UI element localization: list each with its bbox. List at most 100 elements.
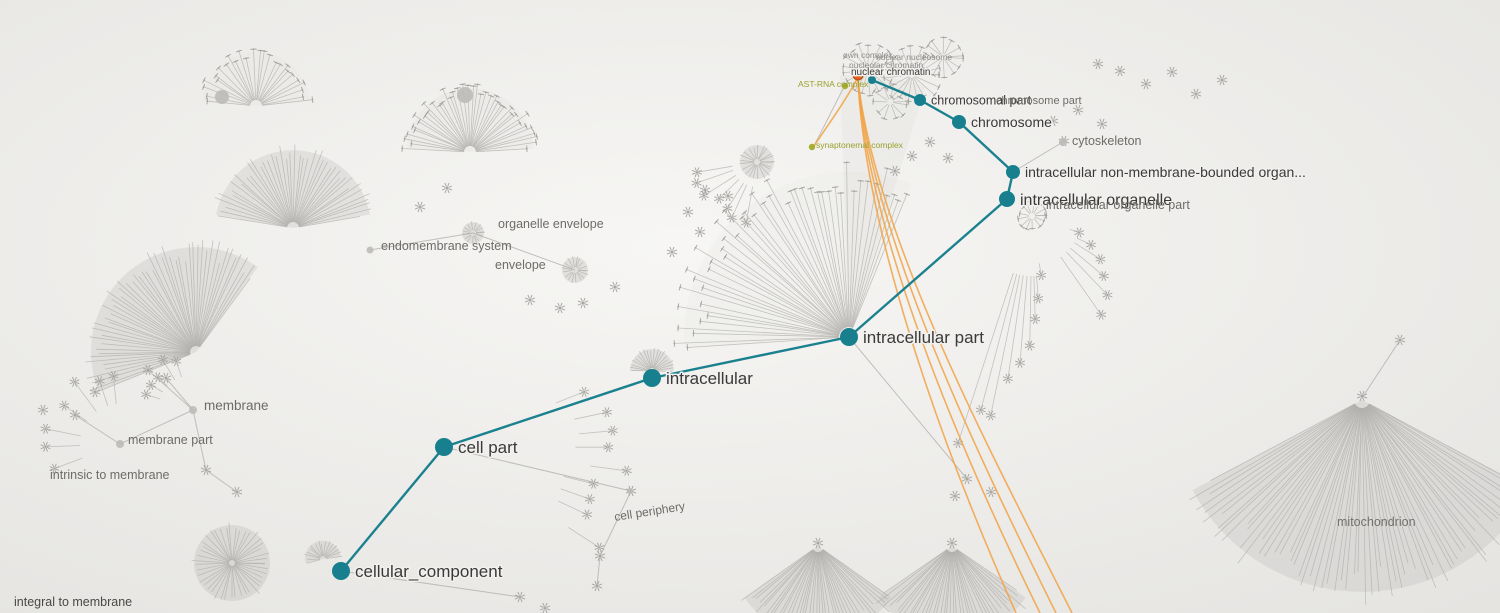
graph-node-intracellular-organelle[interactable] [999,191,1015,207]
fan-spoke [407,133,465,151]
flower-tick [43,411,46,416]
flower-tick [1222,74,1225,79]
graph-node-intracellular-non-membrane-bounded-organ[interactable] [1006,165,1020,179]
term-label-organelle-envelope: organelle envelope [498,217,604,231]
flower-tick [725,197,728,202]
fan-spoke [261,99,313,106]
complex-node[interactable] [808,143,816,151]
graph-node-intracellular[interactable] [643,369,661,387]
twig-tip-dot [881,68,884,71]
flower-tick [1041,276,1044,281]
flower-tick [720,196,725,199]
graph-node-intracellular-part[interactable] [840,328,858,346]
twig-tip-dot [879,45,882,48]
flower-tick [203,464,206,469]
fan-spoke [325,556,343,559]
fan-spoke [1367,404,1499,520]
flower-tick [64,406,67,411]
flower-tick [95,386,98,391]
flower-tick [601,556,606,559]
flower-tick [609,444,614,448]
fan-spoke [678,306,840,336]
flower-tick [955,438,958,442]
twig-tip-dot [859,179,862,182]
twig-tip-dot [902,114,904,117]
fan-spoke [739,160,755,163]
fan-spoke [475,141,537,152]
flower-tick [542,602,545,607]
twig-tip-dot [1025,227,1028,230]
flower-tick [610,431,613,436]
flower-center [112,374,115,378]
flower-tick [97,376,100,380]
flower-tick [673,249,678,252]
flower-tick [160,378,165,381]
fan-spoke [1038,263,1042,276]
fan-spoke [307,558,321,560]
fan-spoke [821,550,874,605]
flower-tick [729,196,734,199]
fan-spoke [192,242,197,347]
fan-spoke [191,560,230,564]
fan-spoke [574,411,607,420]
flower-tick [160,360,163,365]
flower-tick [728,206,733,209]
flower-tick [72,409,75,414]
fan-spoke [321,543,324,557]
fan-spoke [818,551,830,613]
twig-tip-dot [827,190,830,193]
flower-tick [913,153,918,156]
focus-node[interactable] [852,69,864,81]
fan-spoke [475,231,484,234]
complex-node[interactable] [841,82,849,90]
twig-tip-dot [892,68,895,70]
fan-spoke [110,313,191,350]
flower-tick [145,371,148,376]
flower-tick [1102,292,1107,295]
graph-node-path-junction[interactable] [868,76,876,84]
flower-tick [1027,340,1030,345]
graph-node-cellular-component[interactable] [332,562,350,580]
flower-tick [968,476,973,479]
fan-spoke [576,272,582,281]
flower-center [1360,394,1364,398]
fan-spoke [298,188,363,226]
flower-tick [542,609,545,613]
flower-tick [1359,390,1362,395]
fan-spoke [210,530,231,561]
fan-spoke [1247,405,1357,530]
fan-spoke [98,351,191,355]
graph-node-cell-part[interactable] [435,438,453,456]
fan-spoke [1365,407,1449,582]
flower-tick [1108,295,1113,298]
flower-tick [1053,122,1056,127]
flower-tick [590,500,593,505]
fan-spoke [654,359,668,370]
fan-spoke [261,89,303,105]
flower-tick [61,406,65,411]
flower-tick [591,583,596,586]
fan-spoke [294,150,317,223]
fan-spoke [933,551,951,613]
flower-tick [150,380,154,384]
flower-tick [967,480,970,485]
fan-spoke [474,113,528,150]
flower-tick [632,488,637,491]
flower-tick [697,180,702,183]
flower-center [581,301,585,305]
flower-tick [1008,373,1011,378]
graph-node-chromosomal-part[interactable] [914,94,926,106]
fan-spoke [146,252,194,347]
flower-tick [988,410,991,415]
flower-tick [694,232,699,235]
flower-tick [1009,376,1013,379]
fan-spoke [577,265,587,270]
fan-spoke [473,235,477,243]
flower-tick [1117,72,1120,77]
fan-spoke [138,275,193,348]
flower-tick [176,356,179,361]
flower-tick [612,425,616,430]
graph-node-chromosome[interactable] [952,115,966,129]
fan-spoke [1258,406,1358,554]
